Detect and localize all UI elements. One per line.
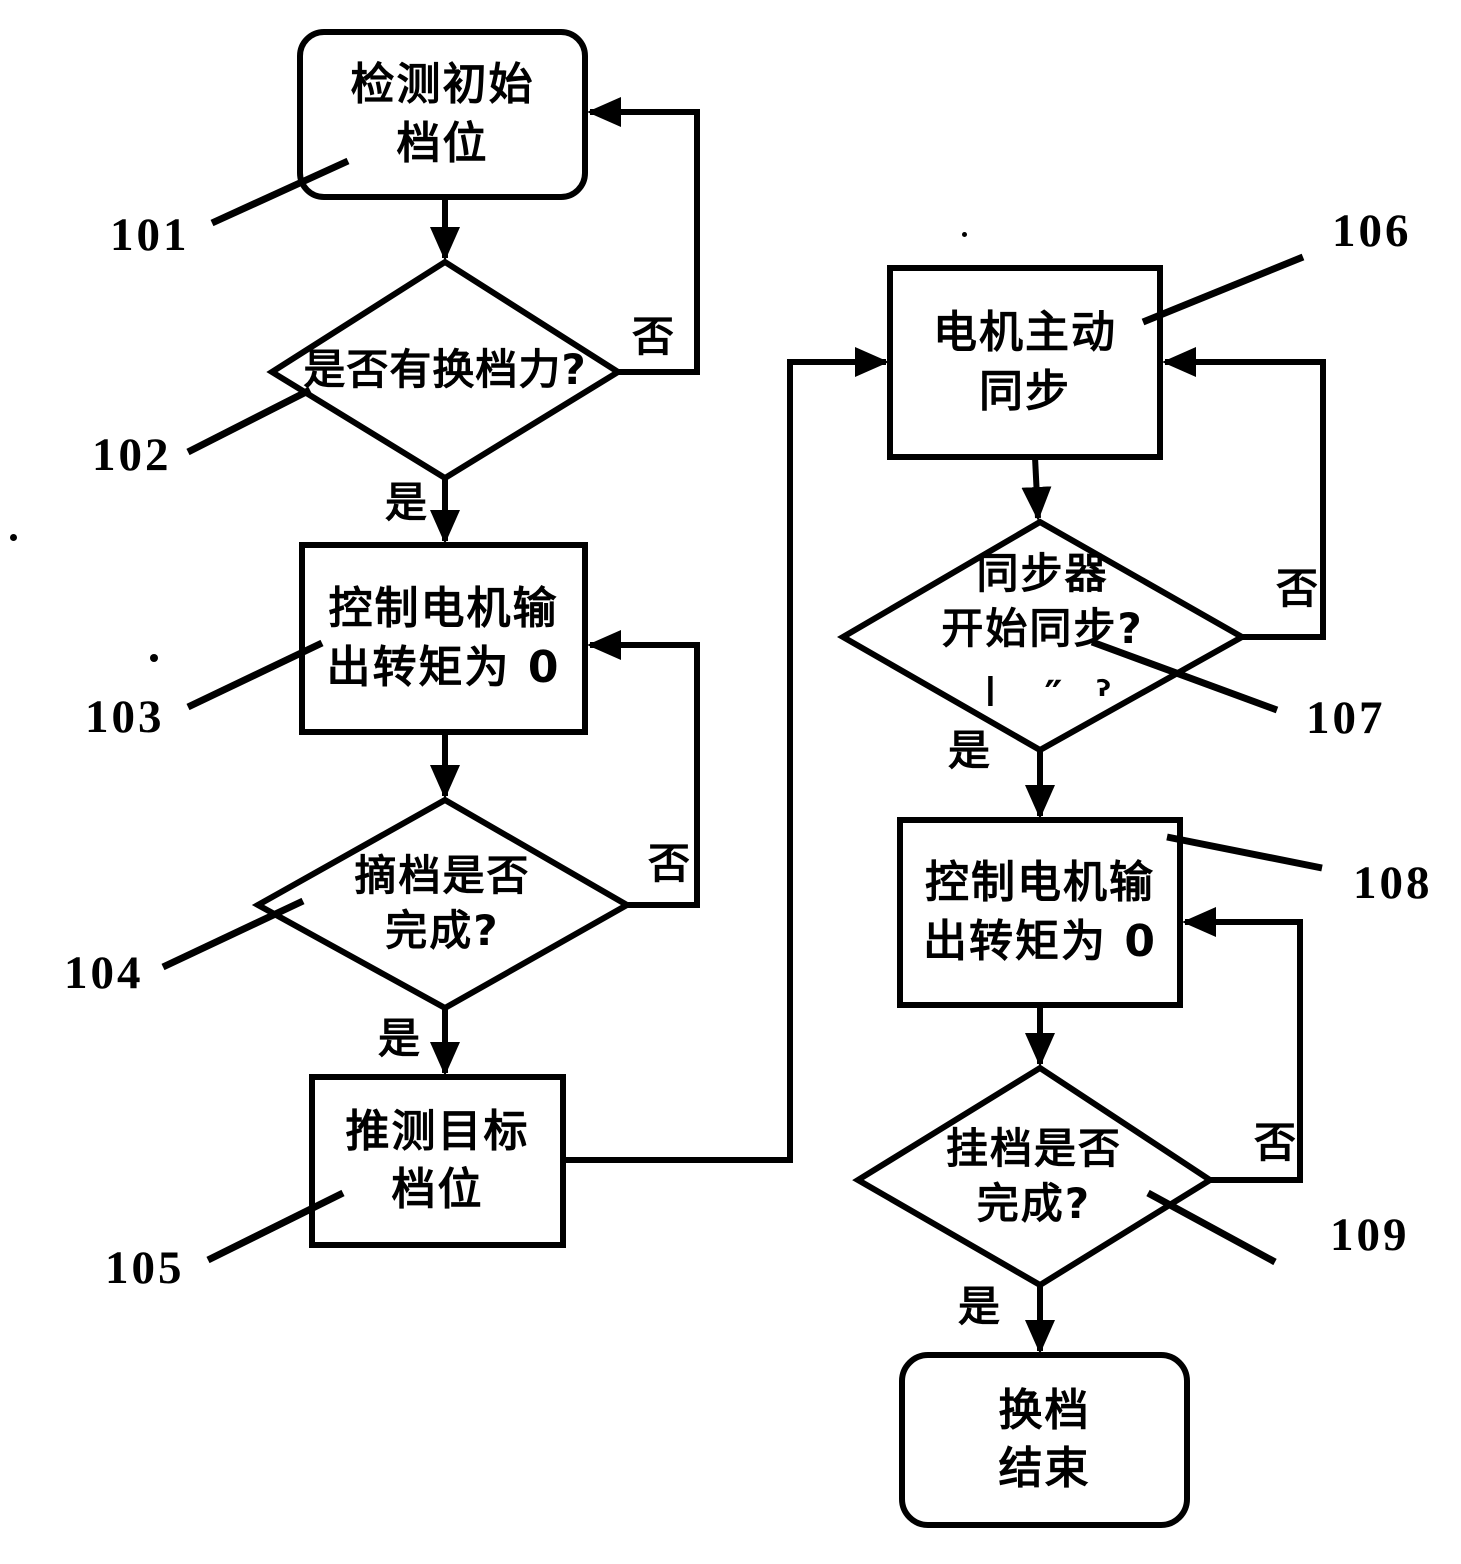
scan-dot-artifact bbox=[10, 534, 17, 541]
ref-108: 108 bbox=[1353, 857, 1433, 909]
node-102-label: 是否有换档力? bbox=[303, 344, 587, 394]
scan-dot-artifact bbox=[150, 654, 158, 662]
leader-104 bbox=[161, 897, 305, 971]
leader-106 bbox=[1141, 253, 1305, 326]
node-108-label: 控制电机输 出转矩为 0 bbox=[923, 857, 1157, 967]
ref-106: 106 bbox=[1332, 205, 1412, 257]
node-end-shape bbox=[899, 1352, 1190, 1528]
node-106-shape bbox=[887, 265, 1163, 460]
edge-104-103-no bbox=[587, 630, 700, 908]
leader-105 bbox=[206, 1189, 345, 1264]
ref-103: 103 bbox=[85, 691, 165, 743]
node-103-shape bbox=[299, 542, 588, 735]
node-105-label: 推测目标 档位 bbox=[345, 1105, 530, 1215]
edge-label-no-102: 否 bbox=[632, 312, 675, 361]
edge-102-101-no bbox=[587, 97, 700, 375]
leader-102 bbox=[186, 386, 312, 456]
ref-109: 109 bbox=[1330, 1209, 1410, 1261]
node-103-label: 控制电机输 出转矩为 0 bbox=[326, 583, 561, 693]
ref-104: 104 bbox=[64, 947, 144, 999]
node-end-label: 换档 结束 bbox=[998, 1384, 1091, 1494]
leader-107 bbox=[1090, 638, 1279, 714]
ref-107: 107 bbox=[1306, 692, 1386, 744]
ref-105: 105 bbox=[105, 1242, 185, 1294]
leader-109 bbox=[1146, 1189, 1277, 1266]
node-107-clipped-text-artifact: 丄 ″ ˀ bbox=[970, 676, 1120, 706]
edge-label-no-107: 否 bbox=[1276, 564, 1319, 613]
edge-106-107 bbox=[1021, 456, 1052, 521]
leader-103 bbox=[186, 639, 324, 711]
node-109-label: 挂档是否 完成? bbox=[945, 1123, 1122, 1228]
edge-107-106-no bbox=[1162, 347, 1326, 640]
edge-109-108-no bbox=[1182, 907, 1303, 1183]
edge-105-106 bbox=[563, 347, 889, 1163]
node-101-label: 检测初始 档位 bbox=[350, 59, 535, 169]
node-105-shape bbox=[309, 1074, 566, 1248]
edge-label-yes-104: 是 bbox=[378, 1014, 421, 1063]
node-104-label: 摘档是否 完成? bbox=[354, 851, 531, 955]
ref-102: 102 bbox=[92, 429, 172, 481]
node-106-label: 电机主动 同步 bbox=[933, 307, 1117, 417]
ref-101: 101 bbox=[110, 209, 190, 261]
scan-dot-artifact bbox=[962, 232, 967, 237]
node-107-label: 同步器 开始同步? bbox=[941, 549, 1144, 653]
edge-label-no-109: 否 bbox=[1254, 1118, 1297, 1167]
edge-label-yes-107: 是 bbox=[948, 726, 991, 775]
edge-label-no-104: 否 bbox=[648, 839, 691, 888]
leader-108 bbox=[1166, 833, 1323, 872]
edge-label-yes-109: 是 bbox=[958, 1282, 1001, 1331]
leader-101 bbox=[210, 157, 350, 227]
edge-label-yes-102: 是 bbox=[385, 478, 428, 527]
